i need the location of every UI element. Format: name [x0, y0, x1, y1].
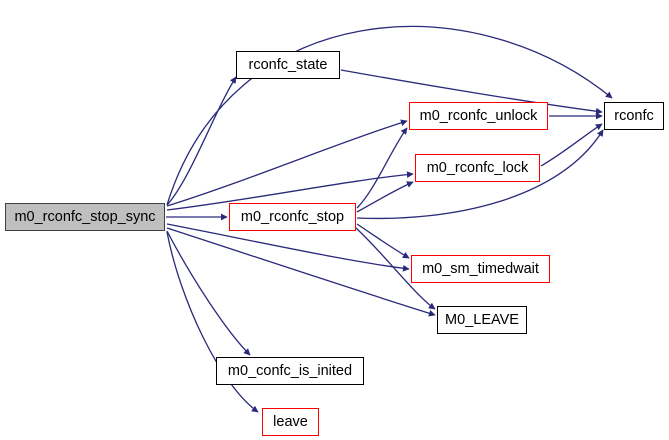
edge-m0_rconfc_stop-to-M0_LEAVE [355, 227, 436, 310]
node-label: m0_sm_timedwait [422, 260, 539, 277]
node-m0_sm_timedwait[interactable]: m0_sm_timedwait [411, 255, 550, 283]
edge-rconfc_state-to-rconfc [340, 69, 603, 115]
node-m0_rconfc_unlock[interactable]: m0_rconfc_unlock [409, 102, 548, 130]
node-label: rconfc [614, 107, 654, 124]
node-label: m0_confc_is_inited [227, 362, 353, 379]
edge-m0_rconfc_stop_sync-to-m0_rconfc_lock [166, 171, 414, 211]
edge-m0_rconfc_stop_sync-to-M0_LEAVE [166, 227, 436, 317]
node-M0_LEAVE[interactable]: M0_LEAVE [437, 306, 527, 334]
node-rconfc_state[interactable]: rconfc_state [236, 51, 340, 79]
node-label: m0_rconfc_stop_sync [14, 208, 156, 225]
node-label: leave [273, 413, 308, 430]
edge-m0_rconfc_stop_sync-to-rconfc [166, 25, 613, 206]
node-leave[interactable]: leave [262, 408, 319, 436]
edge-m0_rconfc_stop-to-m0_rconfc_unlock [356, 127, 408, 209]
edge-m0_rconfc_stop_sync-to-m0_sm_timedwait [166, 223, 410, 272]
node-m0_rconfc_stop_sync[interactable]: m0_rconfc_stop_sync [5, 203, 165, 231]
edge-m0_rconfc_stop-to-rconfc [356, 129, 604, 220]
edge-m0_rconfc_lock-to-rconfc [540, 123, 603, 167]
edge-m0_rconfc_stop-to-m0_rconfc_lock [356, 181, 414, 213]
edge-m0_rconfc_stop_sync-to-rconfc_state [166, 76, 237, 206]
node-label: M0_LEAVE [445, 311, 519, 328]
node-label: rconfc_state [248, 56, 328, 73]
node-rconfc[interactable]: rconfc [604, 102, 664, 130]
edge-paths [166, 25, 613, 413]
edge-m0_rconfc_stop_sync-to-m0_rconfc_unlock [166, 119, 408, 207]
node-label: m0_rconfc_unlock [419, 107, 538, 124]
node-m0_rconfc_stop[interactable]: m0_rconfc_stop [229, 203, 356, 231]
node-label: m0_rconfc_stop [240, 208, 345, 225]
node-m0_confc_is_inited[interactable]: m0_confc_is_inited [216, 357, 364, 385]
node-label: m0_rconfc_lock [426, 159, 529, 176]
edge-m0_rconfc_stop_sync-to-m0_confc_is_inited [166, 230, 251, 356]
edge-m0_rconfc_stop-to-m0_sm_timedwait [356, 223, 410, 259]
edge-m0_rconfc_stop_sync-to-leave [166, 231, 259, 413]
node-m0_rconfc_lock[interactable]: m0_rconfc_lock [415, 154, 540, 182]
